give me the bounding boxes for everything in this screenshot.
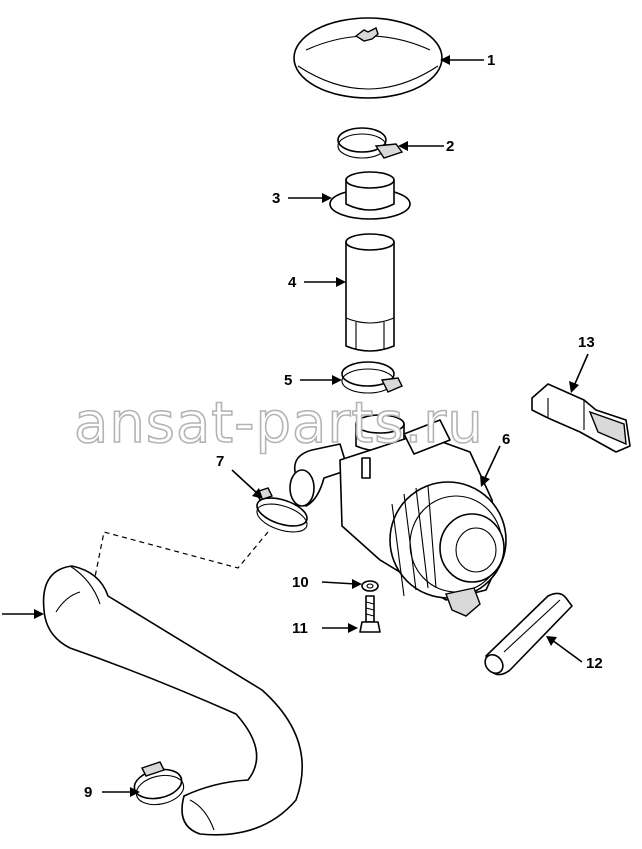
callout-9: 9 xyxy=(84,784,92,801)
part-10-washer xyxy=(361,580,379,592)
connection-dashed-line xyxy=(91,531,269,593)
callout-6: 6 xyxy=(502,431,510,448)
intake-hose xyxy=(42,565,303,836)
inlet-arrow xyxy=(34,609,44,619)
callout-3: 3 xyxy=(272,190,280,207)
part-5-clamp xyxy=(341,361,403,394)
callout-2: 2 xyxy=(446,138,454,155)
watermark-text: ansat-parts.ru xyxy=(74,391,484,456)
callout-10: 10 xyxy=(292,574,309,591)
part-12-strap xyxy=(484,592,573,676)
part-4-tube xyxy=(345,233,395,352)
callout-4: 4 xyxy=(288,274,297,291)
callout-7: 7 xyxy=(216,453,224,470)
part-2-clamp xyxy=(337,127,404,159)
part-11-bolt xyxy=(359,595,381,633)
part-1-cover xyxy=(293,17,443,99)
part-9-clamp xyxy=(133,761,185,806)
callout-12: 12 xyxy=(586,655,603,672)
callout-11: 11 xyxy=(292,620,308,637)
part-13-bracket xyxy=(531,383,631,453)
callout-5: 5 xyxy=(284,372,292,389)
callout-1: 1 xyxy=(487,52,495,69)
callout-13: 13 xyxy=(578,334,595,351)
part-3-flange xyxy=(329,171,411,220)
part-6-air-cleaner-housing xyxy=(289,414,507,617)
